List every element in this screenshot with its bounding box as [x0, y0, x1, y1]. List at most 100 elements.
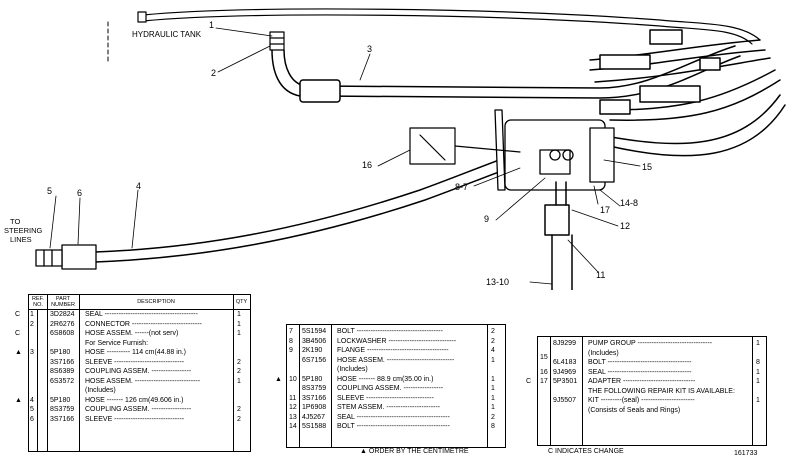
- callout-1: 1: [209, 20, 215, 30]
- cell-part: 3D2824: [50, 311, 75, 318]
- cell-ref: 7: [289, 328, 293, 335]
- cell-qty: 4: [491, 347, 495, 354]
- pump-body: [494, 109, 615, 191]
- cell-qty: 2: [237, 368, 241, 375]
- cell-qty: 1: [756, 397, 760, 404]
- cell-qty: 1: [491, 394, 495, 402]
- cell-part: 9J5507: [553, 397, 576, 404]
- cell-qty: 1: [491, 375, 495, 383]
- cell-ref: 10: [289, 375, 297, 383]
- callout-8-7: 8-7: [455, 182, 469, 192]
- cell-part: 5S1594: [302, 328, 327, 335]
- cell-qty: 1: [491, 404, 495, 411]
- cell-ref: 2: [30, 320, 34, 328]
- cell-desc: SEAL -----------------------------------…: [85, 311, 198, 318]
- cell-desc: KIT ---------(seal) --------------------…: [588, 397, 695, 404]
- cell-part: 2K190: [302, 347, 323, 354]
- ref-15: 15: [540, 354, 548, 361]
- callout-2: 2: [211, 68, 217, 78]
- cell-desc: (Includes): [588, 349, 619, 357]
- cell-part: 9J4969: [553, 368, 576, 376]
- cell-mark: ▲: [15, 396, 22, 404]
- cell-qty: 1: [756, 378, 760, 385]
- cell-ref: 5: [30, 406, 34, 413]
- cell-desc: THE FOLLOWING REPAIR KIT IS AVAILABLE:: [588, 387, 735, 395]
- cell-ref: 17: [540, 378, 548, 385]
- cell-desc: (Includes): [85, 387, 116, 394]
- cell-mark: ▲: [275, 375, 282, 383]
- centimetre-footnote: ▲ ORDER BY THE CENTIMETRE: [360, 448, 469, 455]
- callout-3: 3: [367, 44, 373, 54]
- header-part-number: PART NUMBER: [51, 296, 75, 308]
- hose-13-10: [544, 181, 573, 290]
- table-row: For Service Furnish:: [29, 339, 250, 348]
- cell-ref: 14: [289, 423, 297, 430]
- cell-qty: 1: [237, 330, 241, 337]
- cell-part: 5P180: [302, 375, 323, 383]
- cell-qty: 1: [756, 368, 760, 376]
- cell-desc: HOSE ---------- 114 cm(44.88 in.): [85, 349, 186, 356]
- cell-part: 8S6389: [50, 368, 75, 375]
- cell-qty: 2: [491, 337, 495, 345]
- callout-11: 11: [596, 270, 606, 280]
- cell-qty: 1: [491, 385, 495, 392]
- cell-qty: 8: [756, 359, 760, 366]
- cell-mark: C: [15, 311, 21, 318]
- callout-12: 12: [620, 221, 631, 231]
- cell-desc: (Consists of Seals and Rings): [588, 406, 681, 414]
- callout-14-8: 14-8: [620, 198, 639, 208]
- callout-6: 6: [77, 188, 83, 198]
- callout-15: 15: [642, 162, 653, 172]
- cell-desc: (Includes): [337, 366, 368, 373]
- cell-ref: 16: [540, 368, 548, 376]
- cell-part: 6S8608: [50, 330, 75, 337]
- pump-detail-inset: [409, 127, 521, 165]
- table-row: (Includes): [287, 365, 505, 374]
- cell-ref: 12: [289, 404, 297, 411]
- hose-4: [94, 139, 566, 263]
- callout-17: 17: [600, 205, 611, 215]
- cell-desc: STEM ASSEM. -----------------------: [337, 404, 441, 411]
- cell-desc: COUPLING ASSEM. -----------------: [85, 406, 192, 413]
- header-qty: QTY: [235, 299, 248, 305]
- cell-part: 3S7166: [50, 358, 75, 366]
- cell-desc: HOSE ASSEM. ----------------------------: [85, 377, 201, 385]
- page-number: 161733: [734, 450, 758, 457]
- header-description: DESCRIPTION: [137, 299, 175, 305]
- cell-part: 3S7166: [50, 415, 75, 423]
- cell-part: 2R6276: [50, 320, 75, 328]
- coupling-6: [35, 244, 97, 270]
- cell-qty: 2: [237, 415, 241, 423]
- cell-qty: 1: [237, 320, 241, 328]
- hydraulic-tank-label: HYDRAULIC TANK: [132, 30, 202, 39]
- table-row: THE FOLLOWING REPAIR KIT IS AVAILABLE:: [538, 387, 766, 396]
- callout-16: 16: [362, 160, 373, 170]
- change-footnote: C INDICATES CHANGE: [548, 448, 624, 455]
- cell-qty: 1: [237, 311, 241, 318]
- callout-9: 9: [484, 214, 490, 224]
- cell-desc: LOCKWASHER -----------------------------: [337, 337, 457, 345]
- table-row: (Includes): [538, 349, 766, 358]
- cell-ref: 3: [30, 349, 34, 356]
- cell-part: 8S3759: [50, 406, 75, 413]
- cell-ref: 1: [30, 311, 34, 318]
- cell-qty: 1: [491, 356, 495, 364]
- right-hose-bundle: [589, 29, 786, 157]
- cell-desc: SLEEVE ------------------------------: [85, 415, 185, 423]
- cell-part: 6L4183: [553, 359, 577, 366]
- cell-mark: C: [15, 330, 21, 337]
- cell-part: 3B4506: [302, 337, 327, 345]
- steering-label-line1: TO: [10, 217, 21, 226]
